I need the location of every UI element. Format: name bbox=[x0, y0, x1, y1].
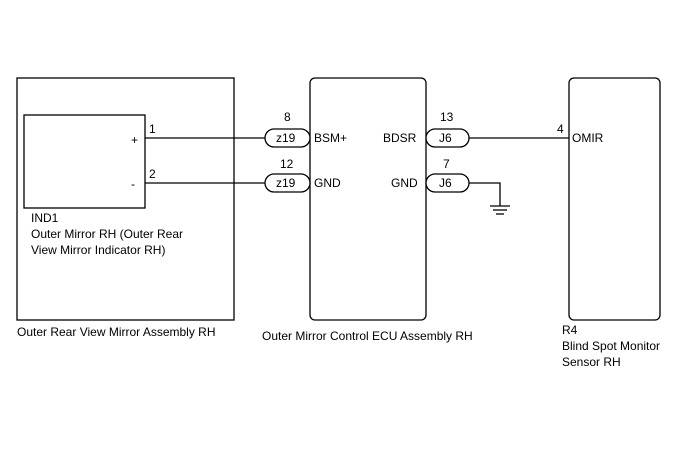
connector-z19-label-2: z19 bbox=[276, 176, 296, 190]
ground-icon bbox=[490, 205, 510, 215]
ecu-pin-7: 7 bbox=[443, 157, 450, 171]
connector-j6-label-1: J6 bbox=[439, 131, 452, 145]
ecu-terminal-gnd-left: GND bbox=[314, 176, 341, 190]
sensor-name-line2: Sensor RH bbox=[562, 355, 621, 369]
indicator-pin-1: 1 bbox=[149, 122, 156, 136]
ecu-pin-13: 13 bbox=[440, 110, 454, 124]
ecu-terminal-bdsr: BDSR bbox=[383, 131, 417, 145]
indicator-box bbox=[23, 114, 146, 209]
ecu-pin-8: 8 bbox=[284, 110, 291, 124]
sensor-terminal-omir: OMIR bbox=[572, 131, 604, 145]
ecu-terminal-bsm-plus: BSM+ bbox=[314, 131, 347, 145]
indicator-pin-2: 2 bbox=[149, 167, 156, 181]
ecu-caption: Outer Mirror Control ECU Assembly RH bbox=[262, 329, 473, 343]
indicator-ref: IND1 bbox=[31, 211, 59, 225]
mirror-assembly-caption: Outer Rear View Mirror Assembly RH bbox=[17, 325, 216, 339]
connector-z19-pin8 bbox=[264, 128, 311, 148]
sensor-name-line1: Blind Spot Monitor bbox=[562, 339, 660, 353]
ecu-pin-12: 12 bbox=[280, 157, 294, 171]
indicator-name-line1: Outer Mirror RH (Outer Rear bbox=[31, 227, 183, 241]
indicator-plus-sign: + bbox=[131, 133, 138, 147]
ecu-box bbox=[309, 77, 427, 321]
sensor-box bbox=[568, 77, 661, 321]
ecu-terminal-gnd-right: GND bbox=[391, 176, 418, 190]
wire-ground bbox=[469, 182, 501, 206]
indicator-name-line2: View Mirror Indicator RH) bbox=[31, 243, 165, 257]
connector-z19-label-1: z19 bbox=[276, 131, 296, 145]
sensor-pin-4: 4 bbox=[557, 122, 564, 136]
connector-z19-pin12 bbox=[264, 173, 311, 193]
indicator-minus-sign: - bbox=[131, 177, 135, 191]
sensor-ref: R4 bbox=[562, 323, 578, 337]
connector-j6-label-2: J6 bbox=[439, 176, 452, 190]
